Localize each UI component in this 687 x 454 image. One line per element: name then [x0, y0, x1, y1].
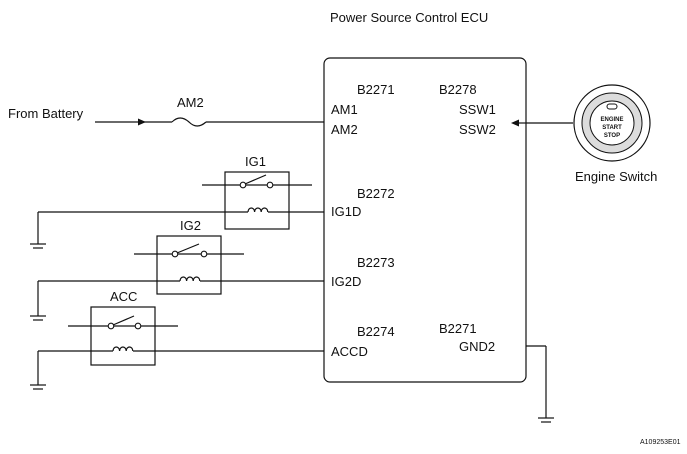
pin-am1: AM1 — [331, 102, 358, 117]
button-text-engine: ENGINE — [600, 117, 623, 123]
fuse-label: AM2 — [177, 95, 204, 110]
relay-ig1 — [30, 171, 324, 249]
engine-switch-line — [511, 119, 573, 127]
battery-line — [95, 118, 324, 126]
connector-right-top: B2278 — [439, 82, 477, 97]
pin-ssw2: SSW2 — [459, 122, 496, 137]
connector-ig2d: B2273 — [357, 255, 395, 270]
diagram-title: Power Source Control ECU — [330, 10, 488, 25]
from-battery-label: From Battery — [8, 106, 84, 121]
figure-code: A109253E01 — [640, 439, 681, 446]
relay-ig2-label: IG2 — [180, 218, 201, 233]
engine-switch-label: Engine Switch — [575, 169, 657, 184]
ecu-box — [323, 57, 527, 383]
pin-am2: AM2 — [331, 122, 358, 137]
relay-acc-label: ACC — [110, 289, 137, 304]
fuse-icon — [171, 117, 207, 127]
connector-gnd: B2271 — [439, 321, 477, 336]
connector-left-top: B2271 — [357, 82, 395, 97]
gnd2-ground — [526, 345, 554, 423]
connector-ig1d: B2272 — [357, 186, 395, 201]
pin-ssw1: SSW1 — [459, 102, 496, 117]
relay-ig1-label: IG1 — [245, 154, 266, 169]
relay-acc — [30, 306, 324, 390]
relay-ig2 — [30, 235, 324, 321]
button-text-start: START — [602, 125, 622, 131]
pin-accd: ACCD — [331, 344, 368, 359]
engine-switch-icon — [573, 84, 651, 162]
connector-accd: B2274 — [357, 324, 395, 339]
pin-ig2d: IG2D — [331, 274, 361, 289]
button-text-stop: STOP — [604, 133, 620, 139]
pin-ig1d: IG1D — [331, 204, 361, 219]
pin-gnd2: GND2 — [459, 339, 495, 354]
